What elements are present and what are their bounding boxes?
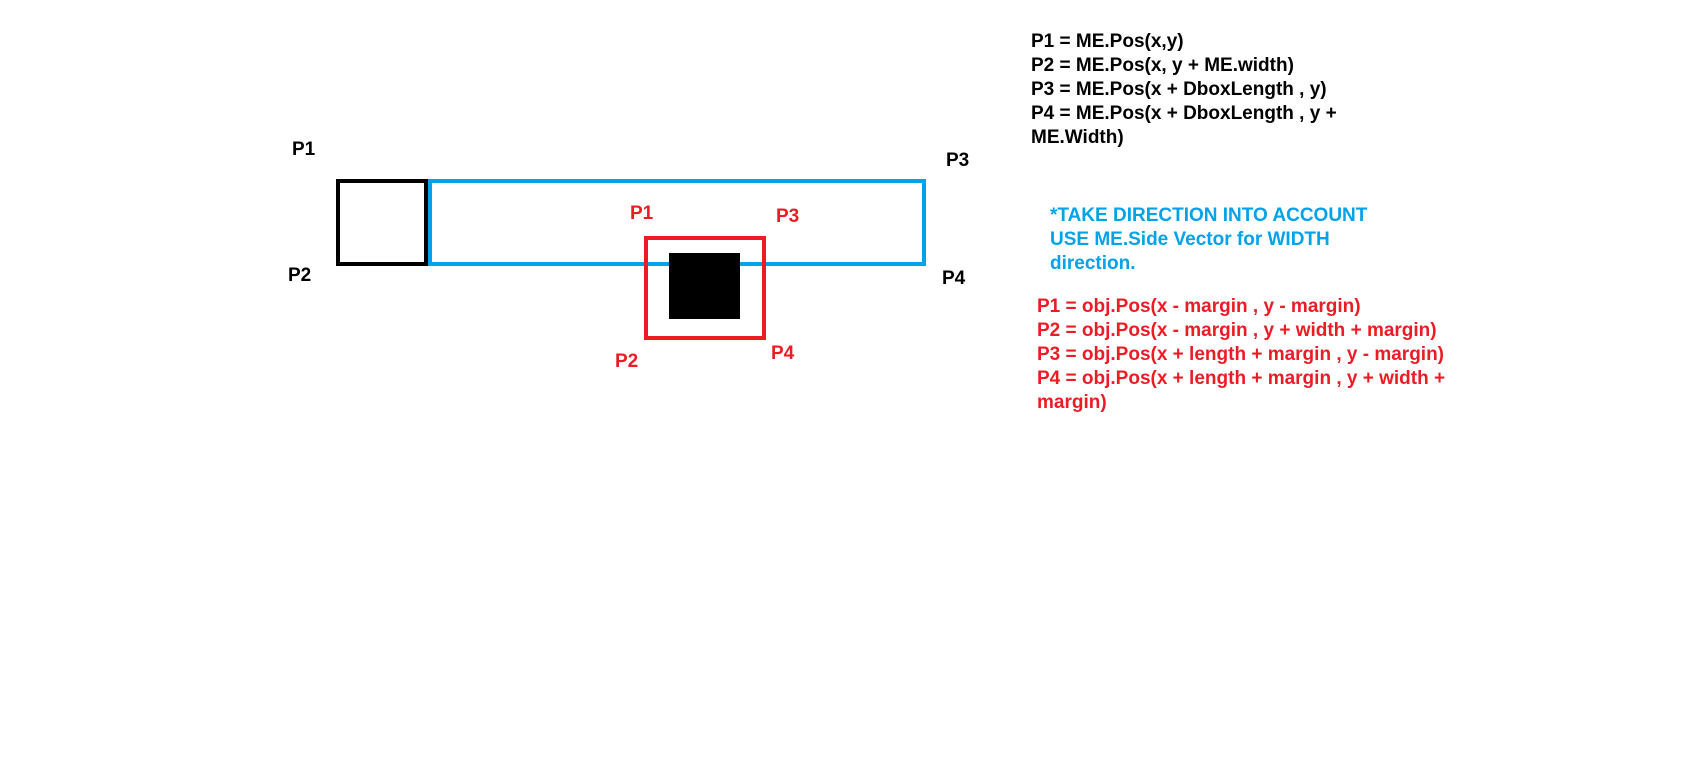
obj-formula-line: margin) bbox=[1037, 392, 1107, 413]
me-formulas: P1 = ME.Pos(x,y) P2 = ME.Pos(x, y + ME.w… bbox=[1031, 30, 1337, 150]
obj-formula-line: P1 = obj.Pos(x - margin , y - margin) bbox=[1037, 296, 1361, 317]
direction-note-line: direction. bbox=[1050, 253, 1136, 274]
obj-formulas: P1 = obj.Pos(x - margin , y - margin) P2… bbox=[1037, 295, 1445, 415]
me-formula-line: P2 = ME.Pos(x, y + ME.width) bbox=[1031, 55, 1294, 76]
object-margin-box bbox=[644, 236, 766, 340]
me-formula-line: P3 = ME.Pos(x + DboxLength , y) bbox=[1031, 79, 1327, 100]
me-label-p3: P3 bbox=[946, 150, 970, 171]
obj-label-p1: P1 bbox=[630, 203, 654, 224]
direction-note: *TAKE DIRECTION INTO ACCOUNT USE ME.Side… bbox=[1050, 204, 1367, 276]
direction-note-line: USE ME.Side Vector for WIDTH bbox=[1050, 229, 1330, 250]
obj-formula-line: P4 = obj.Pos(x + length + margin , y + w… bbox=[1037, 368, 1446, 389]
me-box bbox=[336, 179, 428, 266]
direction-note-line: *TAKE DIRECTION INTO ACCOUNT bbox=[1050, 205, 1368, 226]
me-label-p1: P1 bbox=[292, 139, 316, 160]
obj-label-p2: P2 bbox=[615, 351, 639, 372]
me-label-p4: P4 bbox=[942, 268, 966, 289]
me-label-p2: P2 bbox=[288, 265, 312, 286]
obj-formula-line: P2 = obj.Pos(x - margin , y + width + ma… bbox=[1037, 320, 1437, 341]
obj-label-p4: P4 bbox=[771, 343, 795, 364]
me-formula-line: P4 = ME.Pos(x + DboxLength , y + bbox=[1031, 103, 1337, 124]
obj-label-p3: P3 bbox=[776, 206, 800, 227]
object-square bbox=[669, 253, 740, 319]
me-formula-line: P1 = ME.Pos(x,y) bbox=[1031, 31, 1184, 52]
me-formula-line: ME.Width) bbox=[1031, 127, 1124, 148]
obj-formula-line: P3 = obj.Pos(x + length + margin , y - m… bbox=[1037, 344, 1445, 365]
